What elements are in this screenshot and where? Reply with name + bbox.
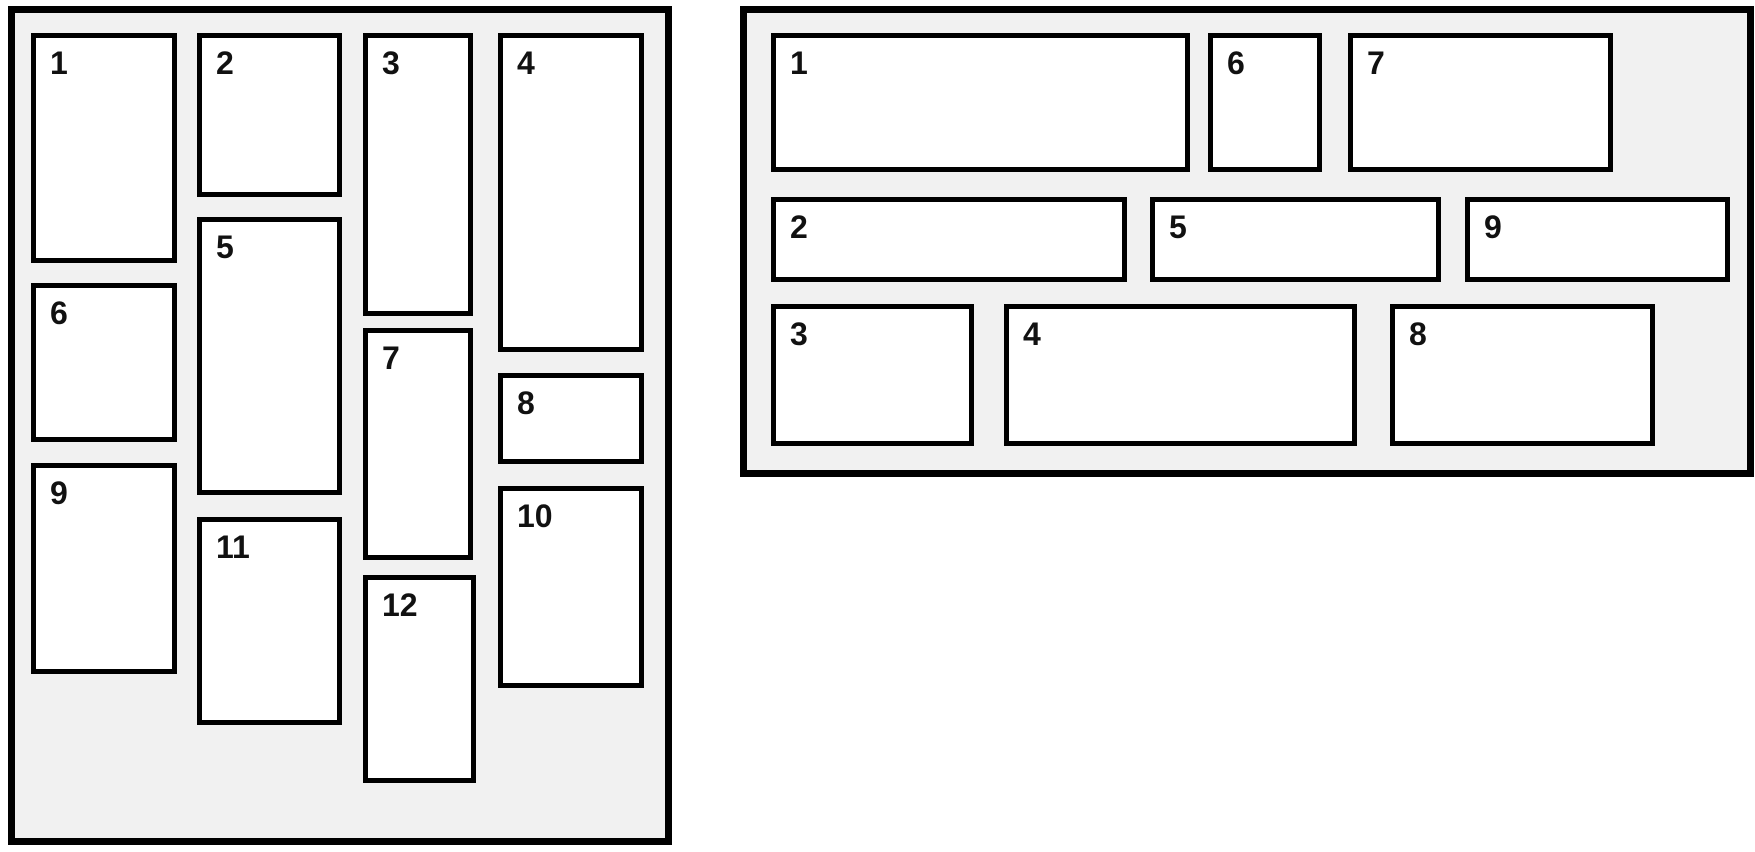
row-item-3: 3 [771, 304, 974, 446]
rows-layout-panel: 1 6 7 2 5 9 3 4 8 [740, 6, 1754, 477]
item-number: 10 [517, 498, 553, 534]
row-item-1: 1 [771, 33, 1190, 172]
masonry-item-3: 3 [363, 33, 473, 316]
item-number: 3 [382, 45, 400, 81]
item-number: 7 [382, 340, 400, 376]
masonry-item-6: 6 [31, 283, 177, 442]
masonry-item-1: 1 [31, 33, 177, 263]
row-item-4: 4 [1004, 304, 1357, 446]
item-number: 3 [790, 316, 808, 352]
item-number: 5 [216, 229, 234, 265]
item-number: 9 [1484, 209, 1502, 245]
masonry-item-12: 12 [363, 575, 476, 783]
row-item-7: 7 [1348, 33, 1613, 172]
masonry-item-2: 2 [197, 33, 342, 197]
item-number: 12 [382, 587, 418, 623]
masonry-item-10: 10 [498, 486, 644, 688]
item-number: 2 [790, 209, 808, 245]
item-number: 8 [1409, 316, 1427, 352]
row-item-8: 8 [1390, 304, 1655, 446]
masonry-item-4: 4 [498, 33, 644, 352]
row-item-6: 6 [1208, 33, 1322, 172]
row-item-9: 9 [1465, 197, 1730, 282]
masonry-item-11: 11 [197, 517, 342, 725]
masonry-item-8: 8 [498, 373, 644, 464]
item-number: 8 [517, 385, 535, 421]
item-number: 6 [1227, 45, 1245, 81]
item-number: 9 [50, 475, 68, 511]
item-number: 2 [216, 45, 234, 81]
item-number: 11 [216, 529, 250, 565]
item-number: 1 [50, 45, 68, 81]
masonry-layout-panel: 1 2 3 4 5 6 7 8 9 10 11 12 [8, 6, 672, 845]
item-number: 4 [517, 45, 535, 81]
item-number: 4 [1023, 316, 1041, 352]
item-number: 7 [1367, 45, 1385, 81]
masonry-item-7: 7 [363, 328, 473, 560]
masonry-item-9: 9 [31, 463, 177, 674]
item-number: 5 [1169, 209, 1187, 245]
item-number: 1 [790, 45, 808, 81]
masonry-item-5: 5 [197, 217, 342, 495]
row-item-2: 2 [771, 197, 1127, 282]
item-number: 6 [50, 295, 68, 331]
row-item-5: 5 [1150, 197, 1441, 282]
